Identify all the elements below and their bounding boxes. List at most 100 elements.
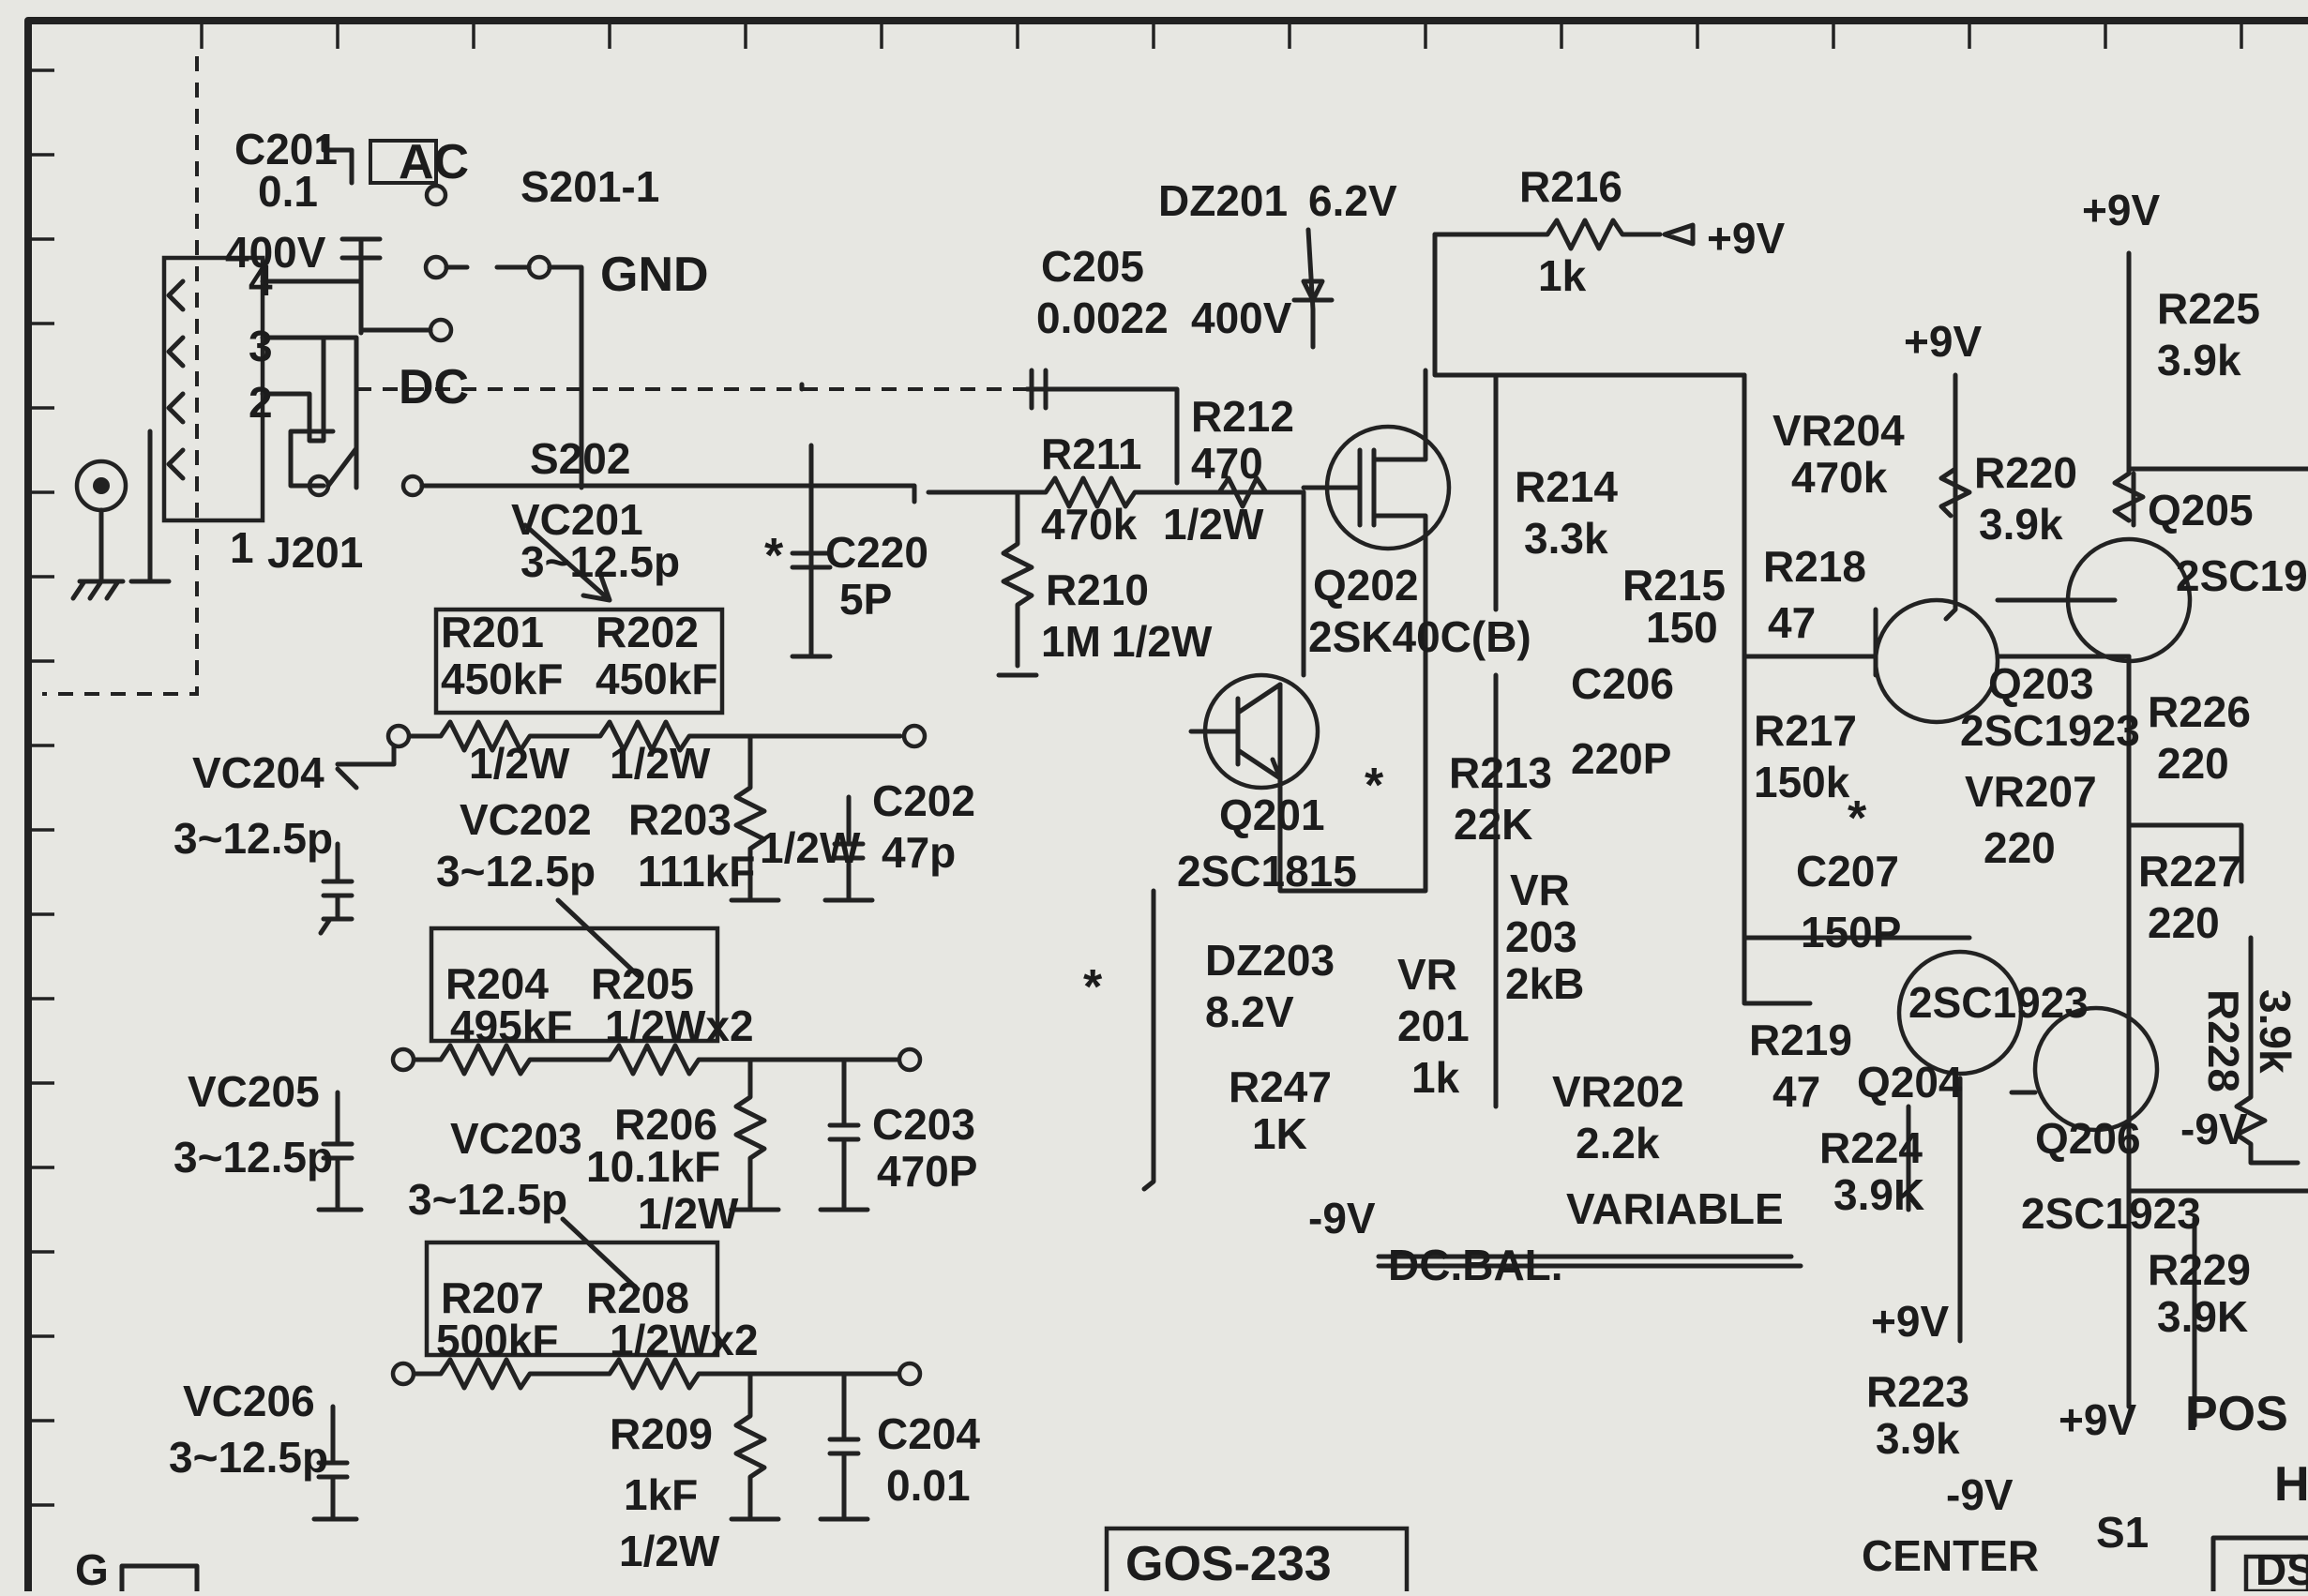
- label-s202: S202: [530, 434, 630, 483]
- label-c205-value: 0.0022: [1036, 294, 1169, 342]
- label-j201: J201: [267, 528, 363, 577]
- label-vr203-value: 2kB: [1505, 959, 1584, 1008]
- label-r212: R212: [1191, 392, 1294, 441]
- label-dz201-value: 6.2V: [1308, 176, 1397, 225]
- label-q206-type: 2SC1923: [2021, 1189, 2201, 1238]
- label-r201: R201: [441, 608, 544, 656]
- label-r202-watt: 1/2W: [610, 739, 711, 788]
- label-r226-value: 220: [2157, 739, 2229, 788]
- label-vr207: VR207: [1965, 767, 2097, 816]
- marker-dz203: *: [1083, 960, 1103, 1015]
- label-r218-value: 47: [1768, 598, 1816, 647]
- label-c204: C204: [877, 1409, 980, 1458]
- label-s201: S201-1: [520, 162, 659, 211]
- label-dsw: DSW: [2255, 1545, 2308, 1591]
- label-dz201: DZ201: [1158, 176, 1288, 225]
- label-q204: Q204: [1857, 1058, 1963, 1107]
- sheet-border: [24, 17, 2308, 1595]
- label-c206-value: 220P: [1571, 734, 1671, 783]
- label-r202-value: 450kF: [596, 655, 717, 703]
- label-r223-supply: -9V: [1946, 1470, 2014, 1519]
- label-r214-value: 3.3k: [1524, 514, 1608, 563]
- label-vc203-value: 3~12.5p: [408, 1175, 567, 1224]
- label-c203-value: 470P: [877, 1147, 977, 1196]
- label-q206: Q206: [2035, 1114, 2141, 1163]
- label-r201-watt: 1/2W: [469, 739, 570, 788]
- label-g: G: [75, 1545, 109, 1591]
- label-vc201-value: 3~12.5p: [520, 537, 680, 586]
- label-pin-2: 2: [249, 378, 273, 427]
- label-vc201: VC201: [511, 495, 643, 544]
- label-variable: VARIABLE: [1566, 1184, 1784, 1233]
- vertical-amplifier: [1493, 250, 2308, 1594]
- label-r201-value: 450kF: [441, 655, 563, 703]
- label-center: CENTER: [1862, 1531, 2039, 1580]
- label-r229-supply: +9V: [2059, 1395, 2136, 1444]
- label-r247-supply: -9V: [1308, 1194, 1376, 1242]
- label-r216: R216: [1519, 162, 1622, 211]
- label-r226: R226: [2148, 687, 2251, 736]
- label-q204-type: 2SC1923: [1908, 978, 2089, 1027]
- label-c220-value: 5P: [839, 575, 892, 624]
- label-q202-type: 2SK40C(B): [1308, 612, 1531, 661]
- label-vc205: VC205: [188, 1067, 320, 1116]
- label-c207-value: 150P: [1801, 908, 1901, 956]
- label-vr204-value: 470k: [1791, 453, 1888, 502]
- label-r211-watt: 1/2W: [1163, 500, 1264, 549]
- label-pin-1: 1: [230, 523, 254, 572]
- label-r211-value: 470k: [1041, 500, 1138, 549]
- label-r202: R202: [596, 608, 699, 656]
- label-r208: R208: [586, 1273, 689, 1322]
- label-r229: R229: [2148, 1245, 2251, 1294]
- label-dz203: DZ203: [1205, 936, 1335, 985]
- label-r206: R206: [614, 1100, 717, 1149]
- label-ac: AC: [399, 135, 469, 189]
- label-gnd: GND: [600, 248, 709, 302]
- label-r215-value: 150: [1646, 603, 1718, 652]
- label-vc205-value: 3~12.5p: [173, 1133, 333, 1182]
- input-switch-s201: [288, 138, 1027, 504]
- attenuator-network: [311, 522, 928, 1522]
- label-r212-value: 470: [1191, 439, 1263, 488]
- label-dc: DC: [399, 360, 469, 414]
- label-r223: R223: [1866, 1367, 1969, 1416]
- label-c203: C203: [872, 1100, 975, 1149]
- label-r214: R214: [1515, 462, 1618, 511]
- label-vc204-value: 3~12.5p: [173, 814, 333, 863]
- label-r204: R204: [445, 959, 549, 1008]
- label-q201-type: 2SC1815: [1177, 847, 1357, 896]
- label-pos: POS: [2185, 1387, 2288, 1441]
- label-h: H: [2274, 1457, 2308, 1512]
- label-r213: R213: [1449, 748, 1552, 797]
- label-r210: R210: [1046, 565, 1149, 614]
- label-r224-value: 3.9K: [1833, 1170, 1924, 1219]
- label-c205: C205: [1041, 242, 1144, 291]
- label-vr203: VR: [1510, 866, 1570, 914]
- label-r216-supply: +9V: [1707, 214, 1785, 263]
- label-c204-value: 0.01: [886, 1461, 971, 1510]
- input-buffer-stage: [790, 218, 1747, 1192]
- label-r203: R203: [628, 795, 732, 844]
- label-r225: R225: [2157, 284, 2260, 333]
- label-r219-value: 47: [1772, 1067, 1820, 1116]
- label-vr201-value: 1k: [1411, 1053, 1460, 1102]
- label-r213-value: 22K: [1454, 800, 1532, 849]
- marker-c220: *: [764, 529, 784, 583]
- label-r206-watt: 1/2W: [638, 1189, 739, 1238]
- label-r207: R207: [441, 1273, 544, 1322]
- label-q202: Q202: [1313, 561, 1419, 610]
- label-r209-value: 1kF: [624, 1470, 698, 1519]
- label-r206-value: 10.1kF: [586, 1142, 720, 1191]
- label-r210-value: 1M: [1041, 617, 1101, 666]
- label-r217-value: 150k: [1754, 758, 1850, 806]
- label-r209: R209: [610, 1409, 713, 1458]
- label-vc206: VC206: [183, 1377, 315, 1425]
- label-vr207-value: 220: [1984, 823, 2056, 872]
- label-r208-watt: 1/2Wx2: [610, 1316, 759, 1364]
- label-r220: R220: [1974, 448, 2077, 497]
- label-c202: C202: [872, 776, 975, 825]
- label-vc203: VC203: [450, 1114, 582, 1163]
- label-vc204: VC204: [192, 748, 324, 797]
- label-s1: S1: [2096, 1508, 2149, 1557]
